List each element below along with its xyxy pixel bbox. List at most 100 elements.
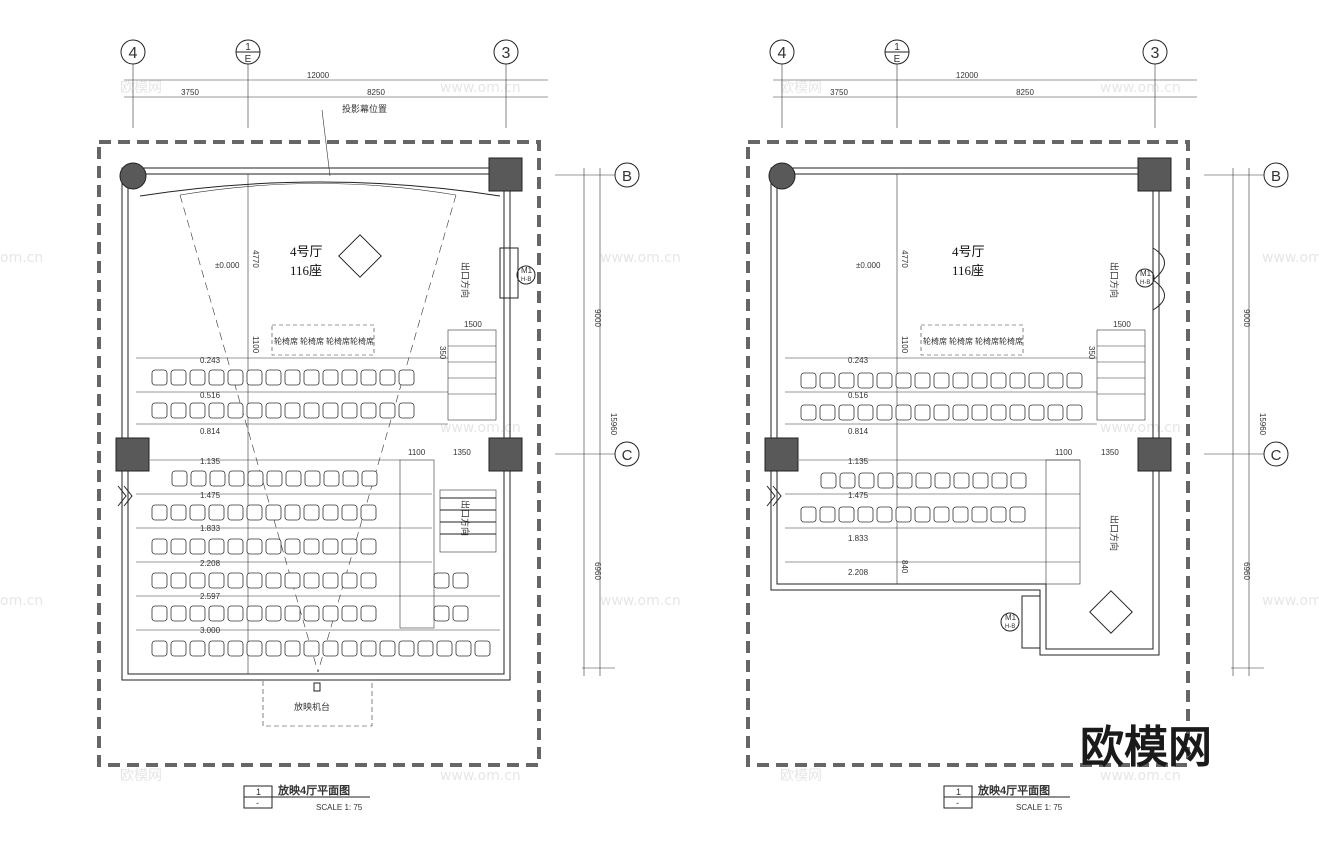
wheelchair-label: 轮椅席 xyxy=(350,336,374,346)
elevation: 0.516 xyxy=(848,391,869,400)
wheelchair-label: 轮椅席 xyxy=(326,336,350,346)
seat-tiers xyxy=(136,357,500,631)
dim-4770: 4770 xyxy=(251,250,260,268)
dim-4770: 4770 xyxy=(900,250,909,268)
drawing-dash: - xyxy=(256,798,259,808)
seat-rows xyxy=(151,369,491,657)
wheelchair-label: 轮椅席 xyxy=(999,336,1023,346)
dim-total: 12000 xyxy=(307,71,330,80)
door-code-sub: H-B xyxy=(1140,280,1150,286)
elevation: 1.475 xyxy=(200,491,221,500)
watermark-site: www.om.cn xyxy=(600,593,681,609)
elevation: 0.243 xyxy=(200,356,221,365)
door-code: M1 xyxy=(1005,613,1017,622)
column xyxy=(115,437,150,472)
dim-a: 3750 xyxy=(181,88,199,97)
watermark-brand: 欧模网 xyxy=(780,768,822,784)
watermark-site: www.om.cn xyxy=(440,768,521,784)
dim-1350: 1350 xyxy=(1101,448,1119,457)
dim-v3: 6960 xyxy=(1242,562,1251,580)
door-code: M1 xyxy=(521,266,533,275)
wheelchair-label: 轮椅席 xyxy=(923,336,947,346)
dim-v1: 9000 xyxy=(593,309,602,327)
watermark-layer: 欧模网 www.om.cn 欧模网 www.om.cn om.cn www.om… xyxy=(0,80,1319,784)
elevation-tags: 0.243 0.516 0.814 1.135 1.475 1.833 2.20… xyxy=(848,356,869,577)
axis-label-b: B xyxy=(1271,168,1281,185)
door-code-sub: H-B xyxy=(521,277,531,283)
watermark-brand: 欧模网 xyxy=(120,80,162,96)
wheelchair-label: 轮椅席 xyxy=(300,336,324,346)
wheelchair-label: 轮椅席 xyxy=(949,336,973,346)
axis-label-4: 4 xyxy=(129,45,138,62)
wheelchair-label: 轮椅席 xyxy=(274,336,298,346)
dim-1500: 1500 xyxy=(1113,320,1131,329)
elevation: 1.833 xyxy=(848,534,869,543)
watermark-site: www.om.cn xyxy=(1100,420,1181,436)
dim-1100: 1100 xyxy=(1055,448,1073,457)
exit-label: 出口方向 xyxy=(1109,515,1120,551)
axis-label-c: C xyxy=(1271,447,1282,464)
axis-label-4: 4 xyxy=(778,45,787,62)
dim-1100: 1100 xyxy=(251,336,260,354)
dim-1100: 1100 xyxy=(408,448,426,457)
axis-label-1: 1 xyxy=(245,42,251,53)
watermark-site: www.om.cn xyxy=(1100,768,1181,784)
axis-label-e: E xyxy=(894,54,901,65)
axis-label-3: 3 xyxy=(1151,45,1160,62)
hall-name: 4号厅 xyxy=(952,244,985,259)
axis-label-e: E xyxy=(245,54,252,65)
hall-seats: 116座 xyxy=(290,263,322,278)
elevation: 2.208 xyxy=(200,559,221,568)
column xyxy=(1137,437,1172,472)
dim-1100: 1100 xyxy=(900,336,909,354)
elevation: 0.243 xyxy=(848,356,869,365)
exit-label: 出口方向 xyxy=(1109,262,1120,298)
elevation: 1.135 xyxy=(848,457,869,466)
exit-label: 出口方向 xyxy=(460,500,471,536)
watermark-site: www.om.cn xyxy=(1100,80,1181,96)
building-outline xyxy=(746,140,1190,767)
plan-left: 4 1 E 3 12000 3750 8250 B C 9000 15960 6… xyxy=(97,39,640,812)
drawing-dash: - xyxy=(956,798,959,808)
dim-350: 350 xyxy=(1087,346,1096,360)
watermark-site: www.om.cn xyxy=(440,80,521,96)
elevation: 0.516 xyxy=(200,391,221,400)
watermark-brand: 欧模网 xyxy=(780,80,822,96)
drawing-title: 放映4厅平面图 xyxy=(977,783,1050,797)
drawing-scale: SCALE 1: 75 xyxy=(1016,803,1063,812)
door-code: M1 xyxy=(1140,269,1152,278)
door-code-sub: H-B xyxy=(1005,624,1015,630)
elevation: 1.475 xyxy=(848,491,869,500)
drawing-number: 1 xyxy=(956,787,961,797)
elevation: 2.597 xyxy=(200,592,221,601)
axis-label-c: C xyxy=(622,447,633,464)
column xyxy=(1137,157,1172,192)
dim-840: 840 xyxy=(900,560,909,574)
hall-name: 4号厅 xyxy=(290,244,323,259)
dim-b: 8250 xyxy=(367,88,385,97)
elevation: 1.833 xyxy=(200,524,221,533)
elevation: 3.000 xyxy=(200,626,221,635)
brand-logo: 欧模网 xyxy=(1080,722,1212,773)
dim-v3: 6960 xyxy=(593,562,602,580)
elevation: 0.814 xyxy=(200,427,221,436)
column xyxy=(764,437,799,472)
watermark-site: www.om.cn xyxy=(1262,250,1319,266)
plan-right: 4 1 E 3 12000 3750 8250 B C 9000 15960 6… xyxy=(746,39,1289,812)
dim-1350: 1350 xyxy=(453,448,471,457)
elevation-tags: 0.243 0.516 0.814 1.135 1.475 1.833 2.20… xyxy=(200,356,221,635)
dim-total: 12000 xyxy=(956,71,979,80)
axis-label-b: B xyxy=(622,168,632,185)
seat-tiers xyxy=(785,357,1097,563)
column-round xyxy=(119,162,147,190)
screen-label: 投影幕位置 xyxy=(342,103,387,114)
column-round xyxy=(768,162,796,190)
dim-b: 8250 xyxy=(1016,88,1034,97)
drawing-title: 放映4厅平面图 xyxy=(277,783,350,797)
dim-350: 350 xyxy=(438,346,447,360)
axis-label-3: 3 xyxy=(502,45,511,62)
seat-rows xyxy=(800,372,1083,523)
watermark-site: www.om.cn xyxy=(440,420,521,436)
elevation: 0.814 xyxy=(848,427,869,436)
